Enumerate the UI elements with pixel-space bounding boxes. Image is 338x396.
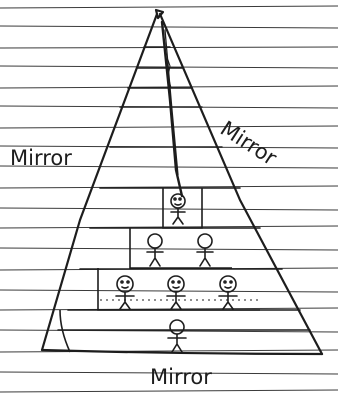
stick-figure-row3-left [116,276,134,309]
stick-figure-bottom [168,320,186,352]
pyramid-center-ridge [162,22,182,196]
mirror-label-left: Mirror [10,148,72,169]
pyramid-outline [42,10,322,354]
stick-figure-row2-right [197,234,213,266]
stick-figures [116,194,237,352]
stick-figure-row3-middle [167,276,185,309]
stick-figure-row3-right [219,276,237,309]
mirror-label-bottom: Mirror [150,367,212,388]
stick-figure-row2-left [147,234,163,266]
